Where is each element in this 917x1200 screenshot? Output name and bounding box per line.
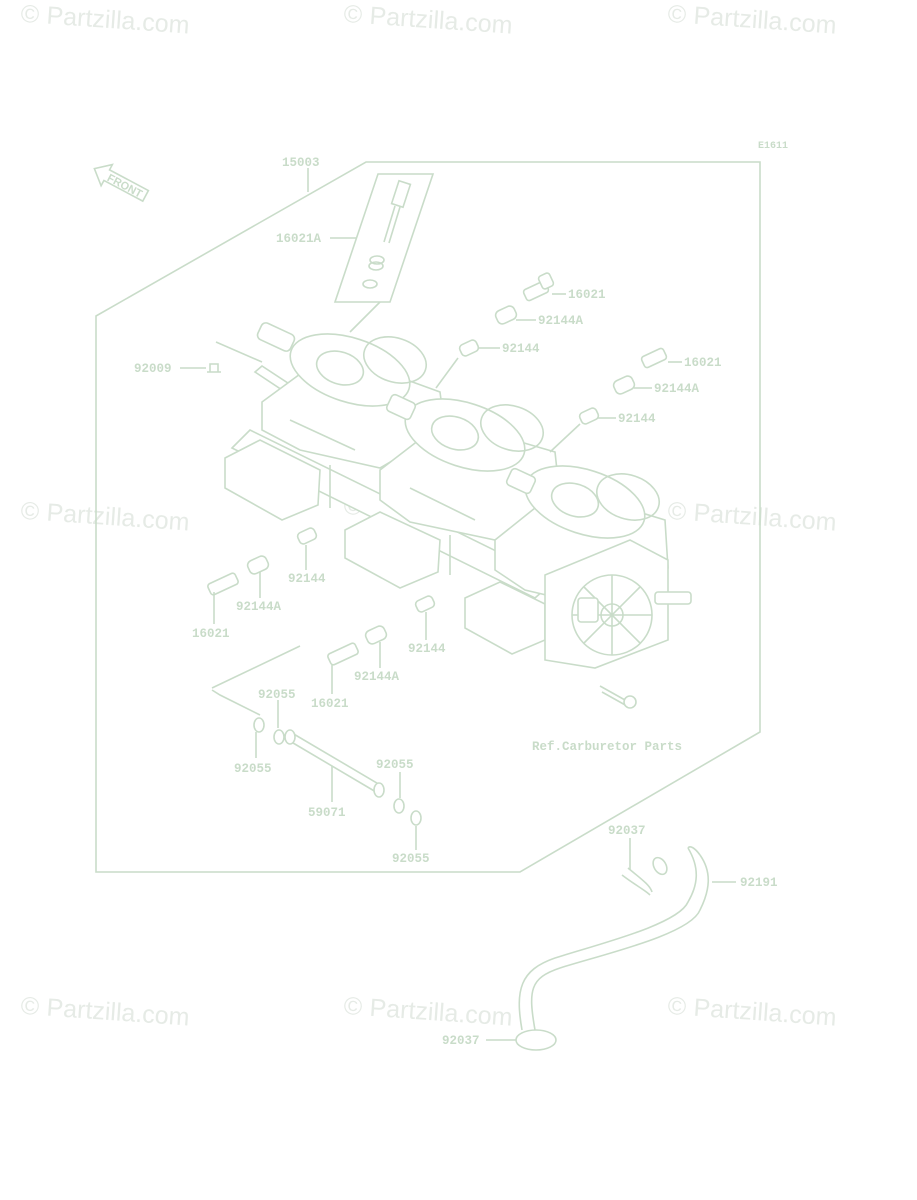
label-92055-c: 92055 [376,758,414,772]
watermark-symbol: © [20,497,41,526]
watermark-symbol: © [667,992,688,1021]
needle-inset-box [333,173,435,303]
part-labels: 15003 16021A 16021 92144A 92144 92009 16… [134,156,778,1048]
label-16021-top: 16021 [568,288,606,302]
front-arrow-icon: FRONT [93,163,150,203]
watermark-symbol: © [20,0,41,29]
small-parts-icons [207,272,668,709]
watermark-symbol: © [343,0,364,29]
watermark: Partzilla.com [369,2,514,40]
label-16021a: 16021A [276,232,322,246]
watermark: Partzilla.com [369,994,514,1032]
watermark: Partzilla.com [46,499,191,537]
fuel-pipe-icon [253,717,422,826]
watermark: Partzilla.com [46,994,191,1032]
label-16021-left: 16021 [192,627,230,641]
watermark-symbol: © [667,0,688,29]
label-92144a-top: 92144A [538,314,584,328]
watermark: Partzilla.com [46,2,191,40]
watermark-symbol: © [667,497,688,526]
reference-note: Ref.Carburetor Parts [532,740,682,754]
label-92191: 92191 [740,876,778,890]
front-label: FRONT [105,172,144,201]
leader-lines [180,168,736,1041]
label-92144-top: 92144 [502,342,540,356]
label-92144-right: 92144 [618,412,656,426]
label-92037-top: 92037 [608,824,646,838]
label-59071: 59071 [308,806,346,820]
watermark: Partzilla.com [693,499,838,537]
hose-icon [515,846,710,1051]
label-92144-mid: 92144 [408,642,446,656]
carburetor-assembly-icon [224,322,692,669]
label-16021-mid: 16021 [311,697,349,711]
label-92009: 92009 [134,362,172,376]
diagram-code: E1611 [758,141,788,152]
label-92144a-mid: 92144A [354,670,400,684]
watermark: Partzilla.com [693,2,838,40]
label-92055-a: 92055 [258,688,296,702]
needle-jet-icon [362,179,412,289]
watermark-symbol: © [343,992,364,1021]
label-16021-right: 16021 [684,356,722,370]
label-92144-left: 92144 [288,572,326,586]
label-92037-bottom: 92037 [442,1034,480,1048]
label-92055-d: 92055 [392,852,430,866]
label-92144a-right: 92144A [654,382,700,396]
label-92055-b: 92055 [234,762,272,776]
assembly-outline [95,161,761,873]
watermark-symbol: © [20,992,41,1021]
watermark: Partzilla.com [693,994,838,1032]
label-92144a-left: 92144A [236,600,282,614]
label-15003: 15003 [282,156,320,170]
